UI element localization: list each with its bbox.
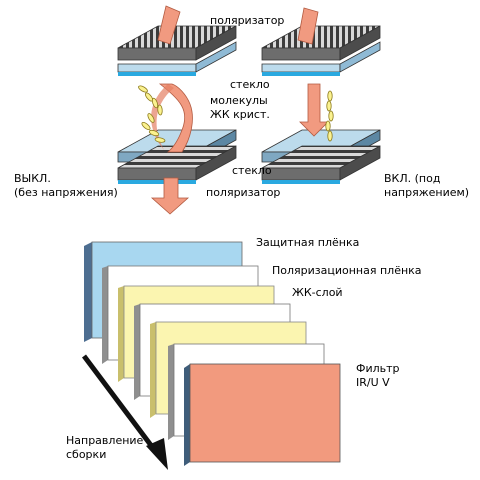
label-molecules-2: ЖК крист. bbox=[210, 108, 270, 121]
top-glass-right bbox=[261, 41, 381, 76]
label-glass-top: стекло bbox=[230, 78, 270, 91]
label-direction-2: сборки bbox=[66, 448, 106, 461]
top-polarizer-right bbox=[261, 25, 381, 61]
label-filter-2: IR/U V bbox=[356, 376, 390, 389]
light-beam-top-right bbox=[297, 7, 319, 45]
label-polarizing-film: Поляризационная плёнка bbox=[272, 264, 422, 277]
label-state-off-1: ВЫКЛ. bbox=[14, 172, 51, 185]
off-state-stack bbox=[117, 5, 237, 215]
twisted-light-left bbox=[158, 83, 193, 153]
light-beam-out-left bbox=[150, 177, 190, 215]
label-state-on-1: ВКЛ. (под bbox=[384, 172, 441, 185]
label-molecules-1: молекулы bbox=[210, 94, 268, 107]
layer-stack bbox=[84, 241, 341, 466]
bottom-polarizer-left bbox=[117, 145, 237, 184]
label-protective-film: Защитная плёнка bbox=[256, 236, 359, 249]
light-beam-top-left bbox=[157, 5, 181, 45]
lc-molecules-left bbox=[138, 85, 166, 143]
top-polarizer-left bbox=[117, 25, 237, 61]
top-glass-left bbox=[117, 41, 237, 76]
layer-filter-ir-uv bbox=[184, 363, 341, 466]
on-state-stack bbox=[261, 7, 381, 184]
label-polarizer-bottom: поляризатор bbox=[206, 186, 280, 199]
label-state-on-2: напряжением) bbox=[384, 186, 469, 199]
light-beam-blocked-right bbox=[299, 83, 329, 137]
label-direction-1: Направление bbox=[66, 434, 144, 447]
label-glass-bottom: стекло bbox=[232, 164, 272, 177]
label-polarizer-top: поляризатор bbox=[210, 14, 284, 27]
label-lc-layer: ЖК-слой bbox=[292, 286, 343, 299]
assembly-direction-arrow bbox=[82, 354, 168, 470]
bottom-polarizer-right bbox=[261, 145, 381, 184]
lc-molecules-right bbox=[325, 90, 334, 142]
label-state-off-2: (без напряжения) bbox=[14, 186, 118, 199]
label-filter-1: Фильтр bbox=[356, 362, 400, 375]
